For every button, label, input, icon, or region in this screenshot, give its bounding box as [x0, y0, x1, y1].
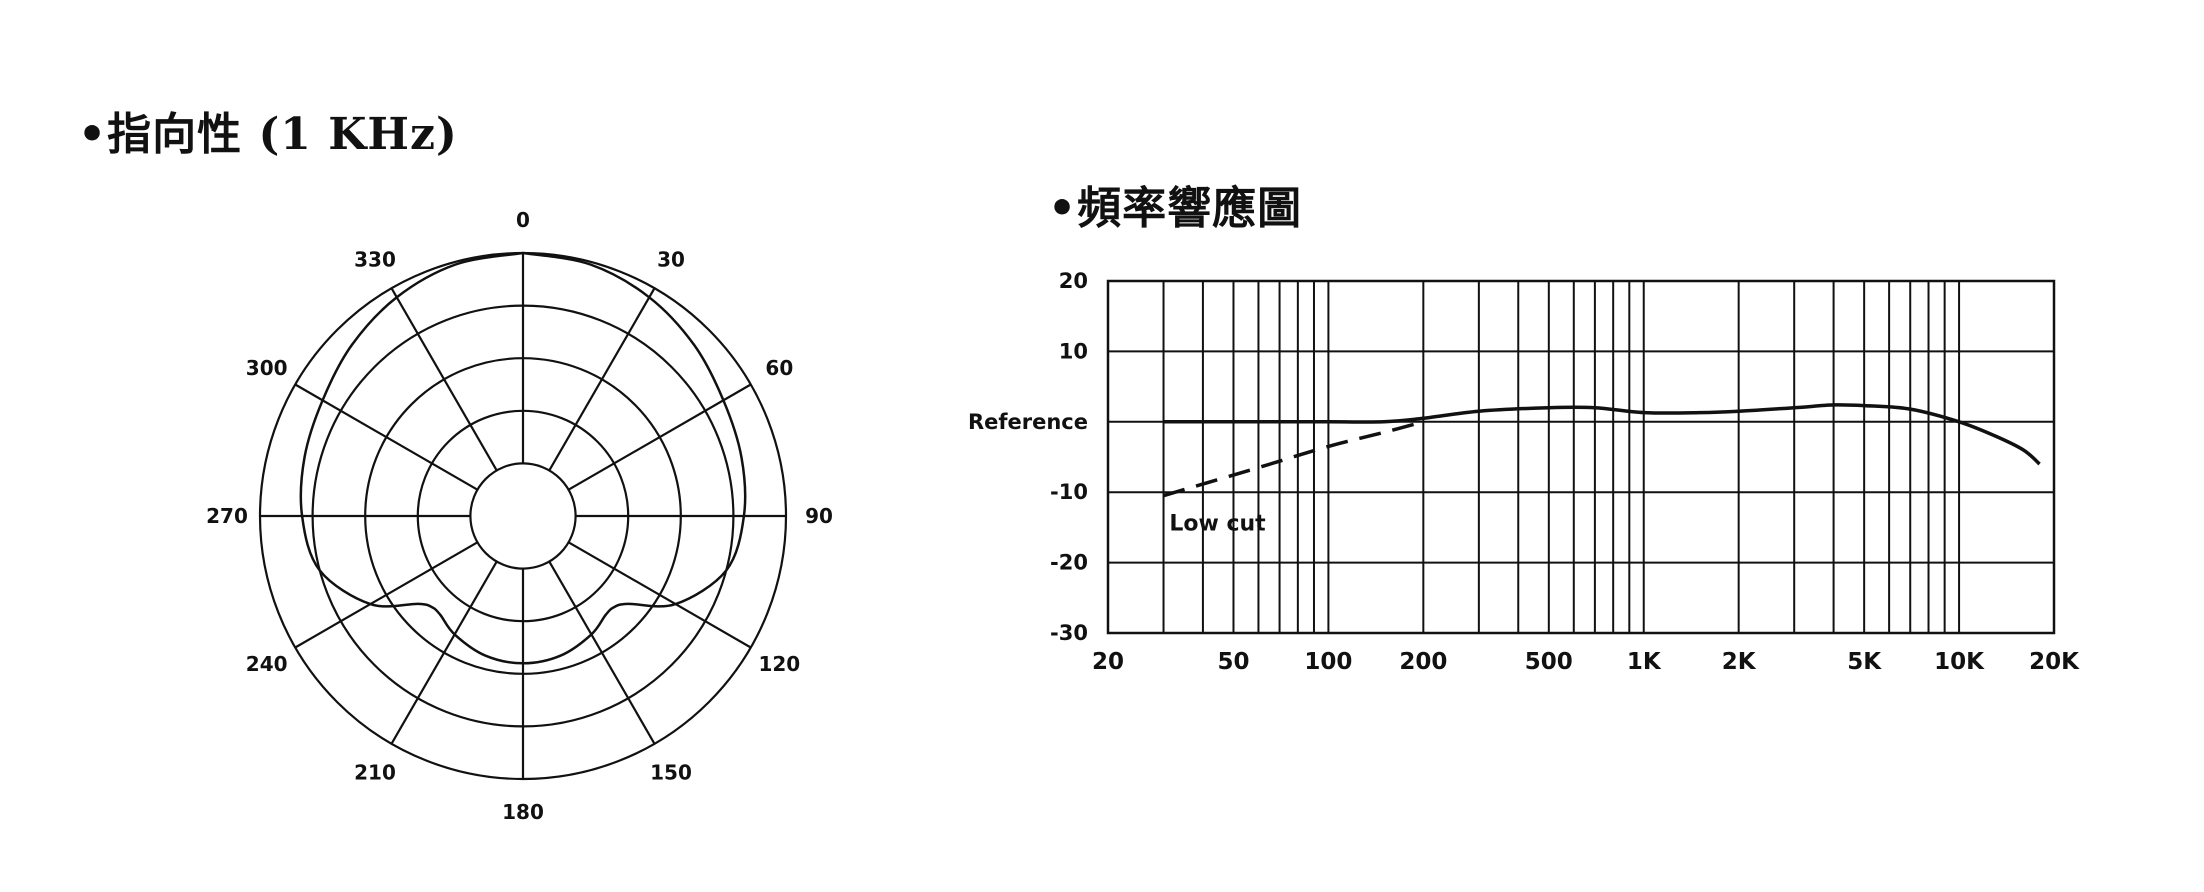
polar-spoke	[548, 287, 656, 471]
polar-angle-label: 180	[502, 800, 544, 824]
y-tick-label: 20	[1059, 269, 1088, 293]
x-tick-label: 5K	[1847, 649, 1882, 675]
x-tick-label: 20K	[2029, 649, 2080, 675]
frequency-grid	[1106, 279, 2056, 635]
polar-angle-label: 120	[758, 652, 800, 676]
polar-spoke	[390, 287, 498, 471]
x-tick-label: 20	[1092, 649, 1124, 675]
x-tick-label: 10K	[1934, 649, 1985, 675]
x-tick-label: 100	[1304, 649, 1352, 675]
x-tick-label: 1K	[1627, 649, 1662, 675]
polar-spoke	[294, 541, 478, 649]
y-tick-label: 10	[1059, 339, 1088, 363]
y-tick-label: -10	[1050, 480, 1088, 504]
y-tick-label: -30	[1050, 621, 1088, 645]
x-tick-label: 50	[1217, 649, 1249, 675]
polar-pattern-curve	[299, 251, 747, 665]
polar-angle-label: 270	[206, 504, 248, 528]
polar-spoke	[390, 561, 498, 745]
polar-angle-label: 0	[516, 208, 530, 232]
x-tick-label: 2K	[1722, 649, 1757, 675]
polar-angle-label: 330	[354, 248, 396, 272]
x-tick-label: 500	[1525, 649, 1573, 675]
frequency-response-title: •頻率響應圖	[1048, 183, 1303, 234]
frequency-response-curve	[1163, 403, 2041, 466]
polar-angle-label: 30	[657, 248, 685, 272]
polar-grid	[258, 251, 788, 781]
polar-spoke	[568, 383, 752, 491]
polar-angle-label: 60	[765, 356, 793, 380]
frequency-annotations: Low cut	[1169, 511, 1266, 536]
polar-angle-label: 210	[354, 760, 396, 784]
polar-angle-label: 300	[246, 356, 288, 380]
plot-frame	[1106, 279, 2056, 635]
polar-angle-label: 90	[805, 504, 833, 528]
polar-angle-label: 150	[650, 760, 692, 784]
y-tick-label: Reference	[968, 410, 1088, 434]
low-cut-label: Low cut	[1169, 511, 1266, 536]
polar-pattern-title: •指向性 (1 KHz)	[78, 109, 458, 160]
x-axis-labels: 20 50 100 200 500 1K 2K 5K 10K 20K	[1092, 649, 2080, 675]
frequency-series	[1163, 403, 2041, 498]
polar-spoke	[548, 561, 656, 745]
polar-spoke	[294, 383, 478, 491]
polar-angle-labels: 0 30 60 90 120 150 180 210 240 270 300 330	[206, 208, 833, 824]
low-cut-curve	[1163, 420, 1424, 498]
polar-angle-label: 240	[246, 652, 288, 676]
polar-spoke	[568, 541, 752, 649]
y-tick-label: -20	[1050, 551, 1088, 575]
x-tick-label: 200	[1399, 649, 1447, 675]
